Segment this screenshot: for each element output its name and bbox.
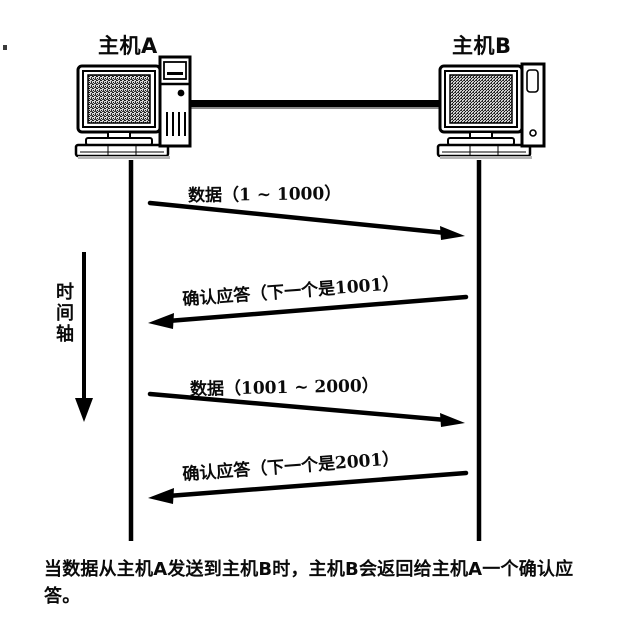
scan-speck-artifact	[3, 45, 7, 50]
message-arrow-ack-1	[148, 294, 469, 329]
network-cable	[176, 100, 464, 109]
message-arrow-data-2	[147, 391, 465, 427]
time-axis-arrow	[75, 252, 93, 422]
host-a-label: 主机A	[98, 34, 158, 58]
figure-caption: 当数据从主机A发送到主机B时，主机B会返回给主机A一个确认应答。	[44, 559, 574, 607]
message-label-data-1: 数据（1 ~ 1000）	[187, 183, 342, 207]
message-arrow-data-1	[147, 200, 465, 240]
host-a-computer-icon	[74, 55, 192, 159]
host-b-label: 主机B	[452, 34, 512, 58]
message-arrow-ack-2	[148, 470, 469, 504]
message-label-data-2: 数据（1001 ~ 2000）	[189, 376, 379, 400]
host-b-computer-icon	[436, 62, 546, 159]
time-axis-label: 时间轴	[56, 282, 74, 345]
